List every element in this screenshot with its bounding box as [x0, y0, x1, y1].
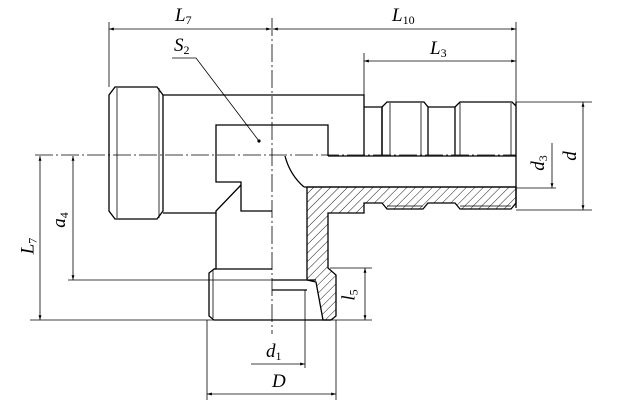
label-a4: a4: [48, 212, 71, 228]
dimensions: [30, 22, 592, 400]
label-d1: d1: [266, 341, 282, 363]
left-nut: [108, 86, 164, 220]
label-L7-left: L7: [17, 237, 40, 255]
label-L7-top: L7: [175, 5, 192, 27]
label-D: D: [272, 371, 286, 392]
label-d: d: [559, 151, 581, 161]
label-L10: L10: [392, 5, 415, 27]
fitting-body: [163, 94, 517, 269]
right-connector: [364, 101, 517, 155]
label-S2: S2: [174, 35, 190, 57]
label-d3: d3: [527, 155, 550, 171]
label-l5: l5: [338, 289, 361, 301]
label-L3: L3: [430, 38, 447, 60]
